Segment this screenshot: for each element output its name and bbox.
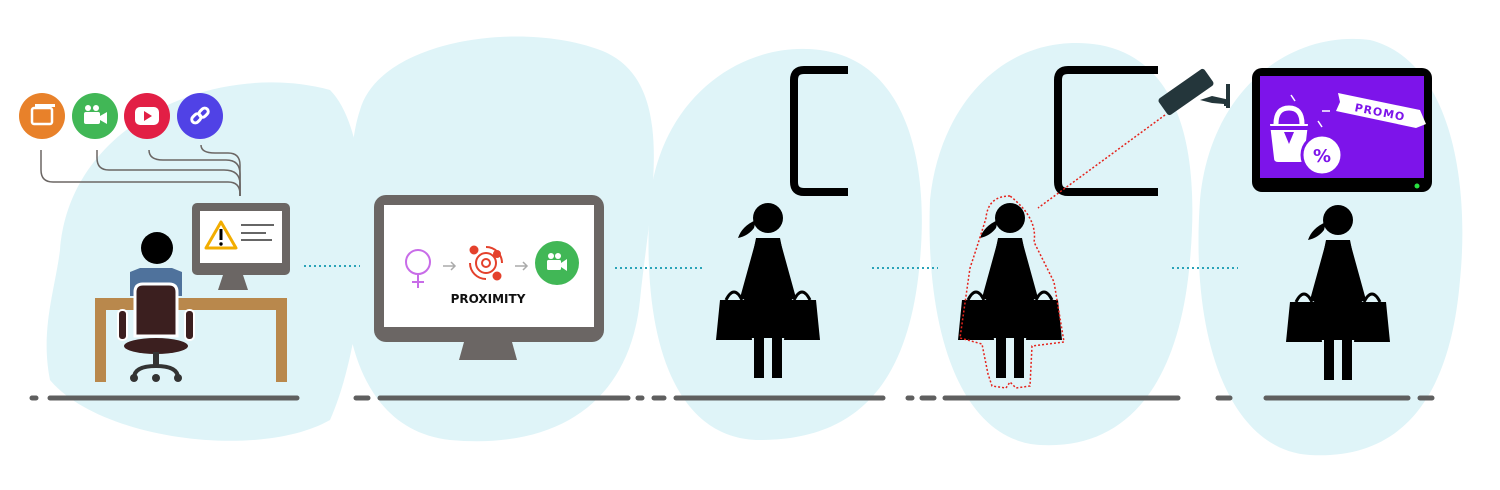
promo-display: % PROMO [1252,68,1432,192]
proximity-monitor: PROXIMITY [374,195,604,360]
security-camera-icon [1158,68,1230,116]
female-symbol-icon [405,249,431,288]
proximity-icon [469,245,503,281]
source-cables [40,144,241,196]
link-icon [177,93,223,139]
arrow-icon [443,261,529,271]
promo-ribbon [1336,93,1426,128]
image-icon [19,93,65,139]
video-camera-icon [72,93,118,139]
shopping-bag-icon [1268,105,1310,162]
video-camera-icon [535,241,579,285]
warning-icon [204,220,238,250]
display-screen-partial [1054,66,1158,196]
discount-badge [1300,133,1344,177]
youtube-play-icon [124,93,170,139]
dotted-connectors [304,265,1238,269]
office-workstation [95,203,290,382]
display-screen-partial [790,66,848,196]
percent-label: % [1313,146,1331,167]
proximity-label: PROXIMITY [451,292,526,306]
